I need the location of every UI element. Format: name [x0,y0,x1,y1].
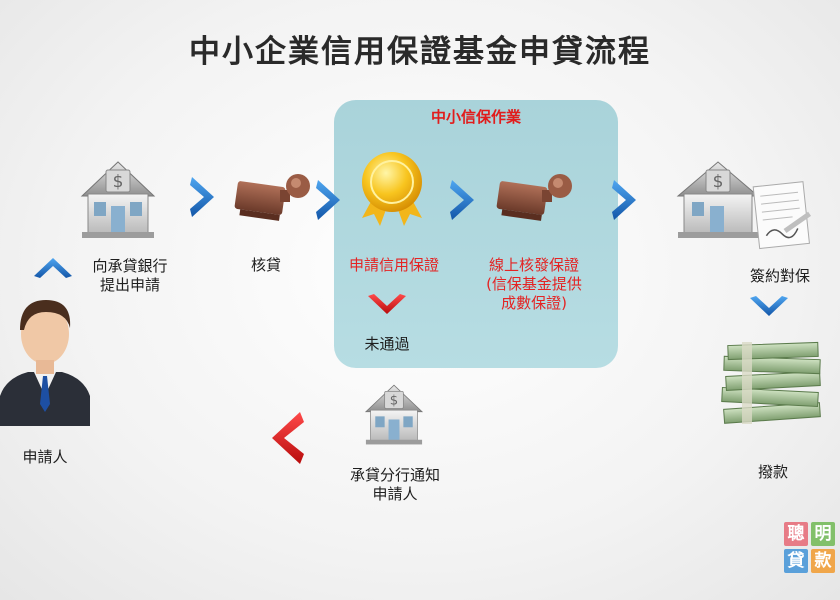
chevron-right-icon [190,177,214,217]
node-bank-apply: 向承貸銀行 提出申請 [92,257,168,294]
medal-icon [362,152,422,226]
node-review-loan: 核貸 [250,256,281,274]
node-sign-guarantee: 簽約對保 [749,267,810,285]
svg-text:$: $ [390,394,398,409]
logo-char: 款 [811,549,835,573]
chevron-right-icon [316,180,340,220]
chevron-up-icon [34,258,72,278]
guarantee-panel [334,100,618,368]
logo-char: 貸 [784,549,808,573]
node-online-issue: 線上核發保證 (信保基金提供 成數保證) [486,256,582,312]
bank-contract-icon: $ [676,161,812,250]
node-branch-notify: 承貸分行通知 申請人 [349,466,440,503]
page-title: 中小企業信用保證基金申貸流程 [189,34,651,70]
node-apply-guarantee: 申請信用保證 [348,256,439,274]
chevron-down-icon [368,294,406,314]
svg-text:$: $ [113,172,124,192]
stamp-icon [496,174,572,221]
logo-char: 明 [811,522,835,546]
chevron-left-icon [272,412,304,464]
bank-icon: $ [80,161,156,238]
panel-title: 中小信保作業 [430,108,521,126]
node-disbursement: 撥款 [757,463,788,481]
stamp-icon [234,174,310,221]
chevron-down-icon [750,296,788,316]
brand-logo: 聰 明 貸 款 [784,522,836,578]
money-stack-icon [721,341,821,424]
node-not-approved: 未通過 [364,335,410,353]
chevron-right-icon [450,180,474,220]
svg-text:$: $ [713,172,724,192]
logo-char: 聰 [784,522,808,546]
person-icon [0,300,90,426]
chevron-right-icon [612,180,636,220]
node-applicant: 申請人 [22,448,68,466]
bank-icon: $ [364,384,424,445]
